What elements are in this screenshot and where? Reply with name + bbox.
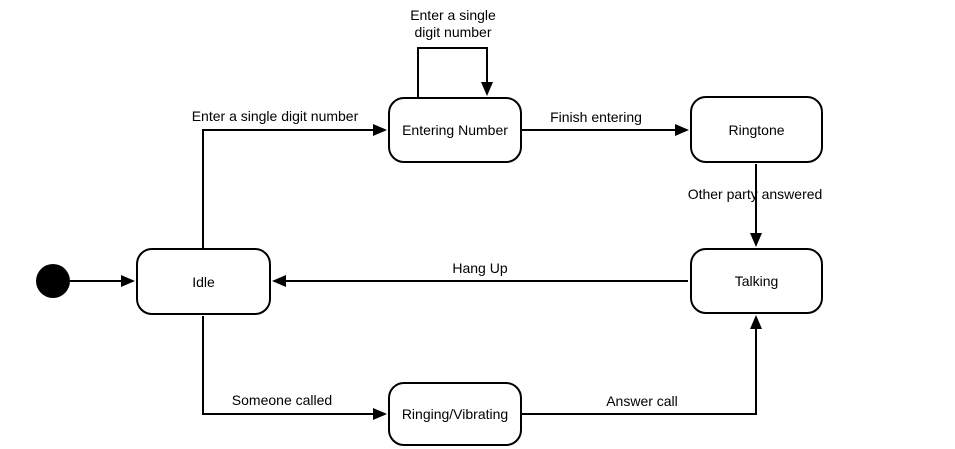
transition-label-hang-up: Hang Up <box>452 260 508 276</box>
transition-label-enter-digit: Enter a single digit number <box>191 108 359 124</box>
edge-idle-to-ringing-vibrating <box>202 316 387 420</box>
transition-label-other-party-answered: Other party answered <box>687 186 823 202</box>
transition-label-answer-call: Answer call <box>606 393 678 409</box>
transition-label-someone-called: Someone called <box>231 392 333 408</box>
state-entering-number-label: Entering Number <box>402 122 508 138</box>
transition-label-finish-entering: Finish entering <box>550 109 642 125</box>
initial-state-dot <box>36 264 70 298</box>
edge-idle-to-entering-number <box>202 124 387 249</box>
state-talking-label: Talking <box>734 273 779 289</box>
state-idle: Idle <box>136 248 271 315</box>
state-ringtone: Ringtone <box>690 96 823 163</box>
state-talking: Talking <box>690 248 823 314</box>
state-ringing-vibrating: Ringing/Vibrating <box>388 382 522 446</box>
state-ringing-vibrating-label: Ringing/Vibrating <box>401 406 509 422</box>
transition-label-self-loop-enter-digit: Enter a single digit number <box>410 7 496 40</box>
edge-entering-number-self-loop <box>417 47 493 98</box>
edge-ringing-vibrating-to-talking <box>522 315 762 415</box>
state-entering-number: Entering Number <box>388 97 522 163</box>
state-ringtone-label: Ringtone <box>728 121 785 138</box>
state-idle-label: Idle <box>192 273 215 290</box>
